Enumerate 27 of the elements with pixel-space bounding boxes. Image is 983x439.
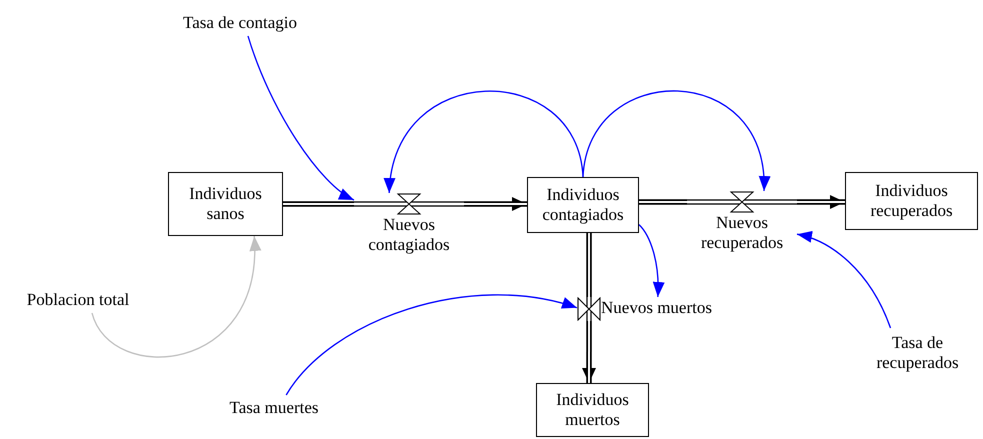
node-label: Individuos muertos xyxy=(555,390,630,430)
stock-box xyxy=(527,177,639,233)
link-arrow xyxy=(286,294,578,396)
flow-pipe xyxy=(464,197,527,211)
flow-label: Nuevos contagiados xyxy=(367,215,451,254)
node-label: Individuos contagiados xyxy=(541,185,625,225)
node-label: Tasa de recuperados xyxy=(875,333,960,373)
link-arrow xyxy=(582,90,769,192)
flow-pipe xyxy=(283,201,354,207)
flow-pipe xyxy=(797,195,845,209)
link-arrow xyxy=(638,224,664,298)
stock-box xyxy=(536,383,649,437)
link-arrow xyxy=(91,236,260,358)
node-label: Poblacion total xyxy=(26,290,130,310)
node-label: Individuos sanos xyxy=(188,184,263,224)
node-label: Tasa de contagio xyxy=(183,13,297,33)
flow-pipe xyxy=(586,233,592,297)
link-arrow xyxy=(796,232,892,328)
flow-pipe xyxy=(582,321,596,383)
flow-label: Nuevos recuperados xyxy=(700,213,784,252)
stock-box xyxy=(845,172,978,230)
link-arrow xyxy=(247,36,354,201)
node-label: Individuos recuperados xyxy=(869,181,954,221)
flow-pipe xyxy=(639,199,687,205)
node-label: Tasa muertes xyxy=(230,398,318,418)
stock-box xyxy=(168,172,283,236)
link-arrow xyxy=(385,90,584,194)
